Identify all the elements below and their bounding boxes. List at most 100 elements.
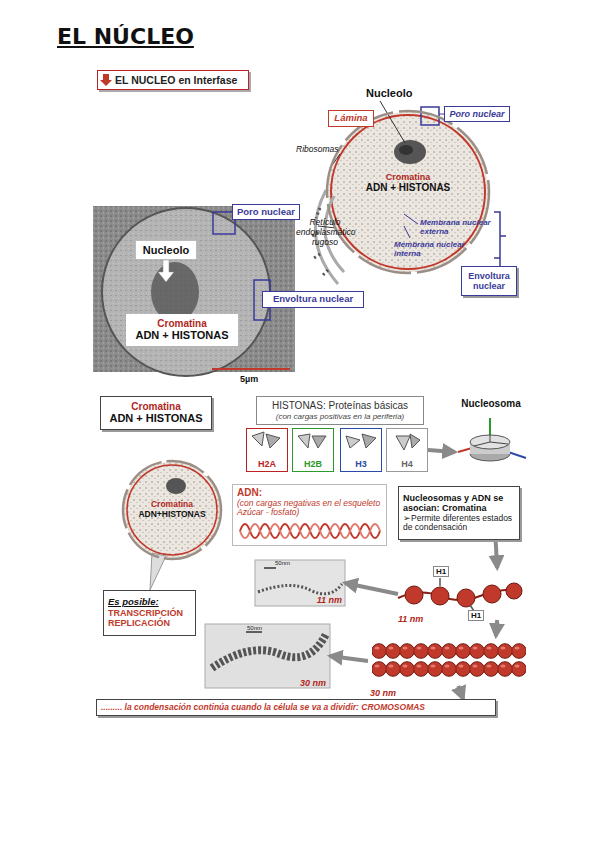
label-box: Poro nuclear bbox=[444, 106, 510, 122]
axis bbox=[489, 418, 491, 436]
node-text: H3 bbox=[355, 459, 367, 469]
node-text: Cromatina bbox=[386, 172, 431, 182]
label-box: Nucleolo bbox=[135, 240, 197, 260]
chromatin-box: CromatinaADN + HISTONAS bbox=[100, 396, 212, 430]
solenoid-fiber bbox=[372, 642, 526, 678]
nucleosome-bead bbox=[405, 586, 423, 604]
label-box: Lámina bbox=[328, 110, 374, 127]
flow-arrow bbox=[458, 686, 463, 699]
part-label: Membrana nuclear externa bbox=[420, 218, 492, 236]
heading-icon bbox=[100, 74, 112, 86]
node-subtext: TRANSCRIPCIÓN REPLICACIÓN bbox=[108, 608, 191, 629]
part-label: Membrana nuclear interna bbox=[394, 240, 484, 258]
condensed-fiber bbox=[212, 634, 326, 668]
histone-box: H2B bbox=[292, 428, 334, 472]
micrograph-panel: 50nm11 nm bbox=[255, 560, 345, 606]
part-label: H1 bbox=[468, 610, 484, 621]
nucleolus bbox=[166, 478, 186, 494]
node-text: Poro nuclear bbox=[449, 109, 504, 119]
micrograph-nucleolus bbox=[151, 262, 199, 322]
histone-shape bbox=[410, 434, 420, 448]
histone-box: H3 bbox=[340, 428, 382, 472]
part-label: Ribosomas bbox=[296, 145, 339, 155]
scale-bar bbox=[246, 631, 262, 633]
flow-arrow bbox=[428, 450, 455, 452]
node-subtext: ADN + HISTONAS bbox=[109, 412, 202, 425]
nucleolus-core bbox=[399, 145, 413, 155]
heading-box: EL NUCLEO en Interfase bbox=[97, 70, 249, 90]
micrograph bbox=[205, 624, 330, 688]
fiber-figure: 30 nm bbox=[368, 636, 532, 686]
node-text: Envoltura nuclear bbox=[462, 271, 516, 292]
nuclear-lamina bbox=[331, 115, 485, 269]
dna-strand bbox=[240, 524, 380, 538]
histone-shape bbox=[298, 434, 310, 448]
nucleosome-divisions bbox=[474, 435, 508, 446]
histone-shape bbox=[362, 434, 376, 448]
node-text: HISTONAS: Proteínas básicas bbox=[272, 400, 408, 412]
node-text: Cromatina bbox=[151, 500, 193, 510]
node-text: Poro nuclear bbox=[237, 207, 295, 218]
leader-line bbox=[404, 226, 410, 238]
nucleus-circle: CromatinaADN+HISTONAS bbox=[122, 460, 222, 560]
micrograph bbox=[255, 560, 345, 606]
node-text: Nucleolo bbox=[143, 244, 189, 257]
scale-bar bbox=[212, 368, 290, 370]
label-box: Envoltura nuclear bbox=[461, 266, 517, 296]
axis bbox=[508, 452, 526, 458]
node-text: Es posible: bbox=[108, 597, 159, 608]
scale-bar bbox=[264, 567, 276, 569]
note-box: Es posible:TRANSCRIPCIÓN REPLICACIÓN bbox=[103, 590, 196, 636]
node-subtext: (con cargas negativas en el esqueleto Az… bbox=[237, 499, 382, 519]
label-box: CromatinaADN + HISTONAS bbox=[126, 314, 238, 346]
axis bbox=[458, 448, 472, 452]
beaded-fiber bbox=[258, 584, 342, 594]
node-text: EL NUCLEO en Interfase bbox=[115, 74, 237, 86]
node-text: 11 nm bbox=[398, 614, 423, 624]
histone-box: H4 bbox=[386, 428, 428, 472]
nucleoplasm bbox=[328, 112, 488, 272]
callout-wedge bbox=[150, 553, 166, 590]
node-text: ......... la condensación continúa cuand… bbox=[101, 703, 425, 713]
nucleosome-bead bbox=[431, 587, 449, 605]
page-title: EL NÚCLEO bbox=[57, 24, 194, 49]
label-box: Envoltura nuclear bbox=[262, 291, 364, 308]
nucleosome-bead bbox=[506, 583, 522, 599]
leader-line bbox=[404, 214, 418, 224]
node-text: H4 bbox=[401, 459, 413, 469]
part-label: H1 bbox=[433, 566, 449, 577]
node-text: 50nm bbox=[275, 560, 290, 567]
node-subtext: 30 nm bbox=[300, 678, 326, 688]
node-subtext: ➢Permite diferentes estados de condensac… bbox=[403, 514, 515, 534]
node-subtext: ADN + HISTONAS bbox=[135, 329, 228, 342]
histone-box: H2A bbox=[246, 428, 288, 472]
pointer-line bbox=[439, 578, 441, 586]
node-text: Nucleosomas y ADN se asocian: Cromatina bbox=[403, 493, 515, 514]
fiber-figure: 11 nm bbox=[398, 568, 522, 620]
node-subtext: (con cargas positivas en la periferia) bbox=[276, 412, 405, 421]
micrograph-panel: 50nm 30 nm bbox=[205, 624, 330, 688]
histone-shape bbox=[396, 436, 410, 450]
flow-arrow bbox=[496, 540, 498, 568]
node-text: Cromatina bbox=[131, 401, 180, 413]
node-text: 50nm bbox=[247, 625, 262, 632]
flow-arrow bbox=[330, 656, 368, 661]
histone-box: HISTONAS: Proteínas básicas(con cargas p… bbox=[256, 396, 424, 425]
leader-line bbox=[380, 101, 405, 143]
node-text: ADN: bbox=[237, 487, 262, 499]
nuclear-lamina bbox=[127, 465, 217, 555]
flow-arrow bbox=[496, 620, 497, 636]
nucleosome-top bbox=[470, 435, 510, 449]
part-label: Retículo endoplasmático rugoso bbox=[296, 218, 354, 247]
pointer-arrow bbox=[158, 260, 174, 282]
node-text: H2B bbox=[304, 459, 322, 469]
bracket bbox=[494, 212, 506, 266]
dna-strand bbox=[240, 524, 380, 538]
micrograph-nucleus bbox=[102, 208, 270, 376]
node-subtext: ADN + HISTONAS bbox=[366, 182, 451, 194]
node-text: Nucleosoma bbox=[461, 398, 520, 410]
node-text: Cromatina bbox=[157, 318, 206, 330]
label-box: Poro nuclear bbox=[232, 204, 300, 220]
histone-shape bbox=[266, 434, 280, 448]
